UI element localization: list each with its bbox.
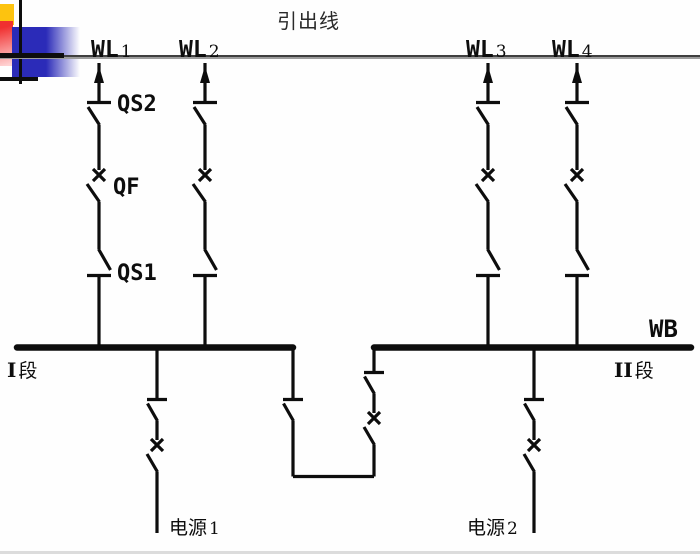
label-qf: QF: [113, 175, 140, 200]
source2-text: 电源: [467, 517, 506, 539]
source2-number: 2: [507, 519, 518, 539]
section2-suffix: 段: [634, 360, 654, 382]
feeder-line-wl1: [85, 61, 113, 352]
section2-roman: II: [614, 358, 633, 382]
busbar-label-wb: WB: [649, 315, 678, 343]
bus-tie-link: [282, 350, 384, 479]
feeder-line-wl3: [474, 61, 502, 352]
wl3-text: WL: [466, 37, 494, 63]
section-label-1: I 段: [7, 360, 37, 381]
source-branch-2: [522, 348, 546, 535]
source-branch-1: [145, 348, 169, 535]
wl2-text: WL: [179, 37, 207, 63]
feeder-label-wl2: WL 2: [179, 39, 220, 62]
feeder-label-wl1: WL 1: [91, 39, 132, 62]
source1-text: 电源: [169, 517, 208, 539]
source1-number: 1: [209, 519, 220, 539]
source-label-2: 电源 2: [467, 519, 518, 538]
feeder-line-wl2: [191, 61, 219, 352]
section1-suffix: 段: [18, 360, 38, 382]
feeder-line-wl4: [563, 61, 591, 352]
wl3-number: 3: [495, 42, 507, 62]
wl4-text: WL: [552, 37, 580, 63]
feeder-label-wl4: WL 4: [552, 39, 593, 62]
bottom-edge-line: [0, 551, 700, 554]
logo-lower-line: [0, 77, 38, 81]
logo-blue-bar: [12, 27, 80, 77]
label-qs1: QS1: [117, 261, 157, 286]
top-divider-line: [0, 55, 700, 59]
diagram-title: 引出线: [277, 9, 340, 33]
wl1-number: 1: [120, 42, 132, 62]
logo-yellow-square: [0, 4, 14, 25]
feeder-label-wl3: WL 3: [466, 39, 507, 62]
wl4-number: 4: [581, 42, 593, 62]
wl2-number: 2: [208, 42, 220, 62]
section1-roman: I: [7, 358, 17, 382]
section-label-2: II 段: [614, 360, 654, 381]
logo-cross-line: [0, 53, 64, 58]
logo-vertical-line: [19, 0, 22, 84]
label-qs2: QS2: [117, 92, 157, 117]
source-label-1: 电源 1: [169, 519, 220, 538]
wl1-text: WL: [91, 37, 119, 63]
